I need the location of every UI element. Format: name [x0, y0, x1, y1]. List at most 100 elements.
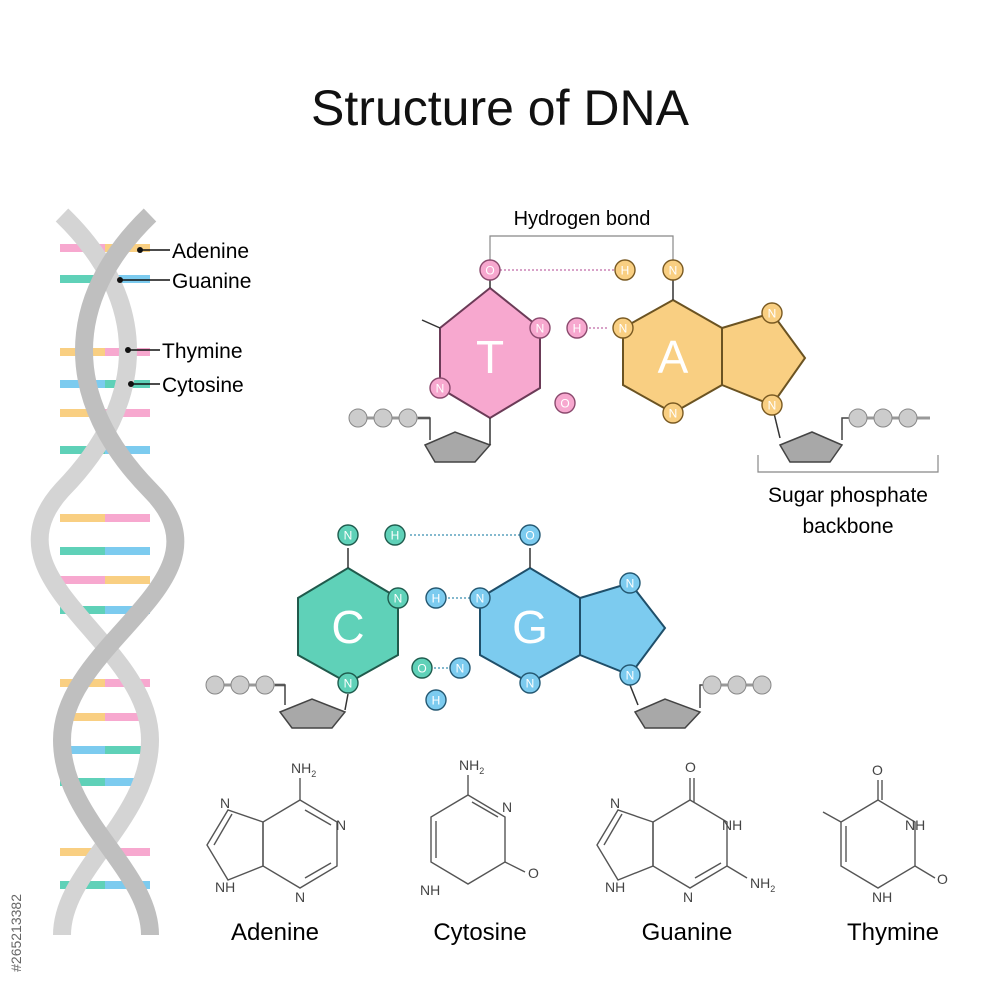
dna-helix-icon	[30, 208, 185, 936]
helix-label-cytosine: Cytosine	[128, 374, 244, 397]
atom-n: N	[519, 672, 541, 694]
structure-name-cytosine: Cytosine	[433, 919, 526, 946]
sugar-pentagon-icon	[423, 431, 492, 463]
structure-atom-label: N	[336, 817, 346, 833]
atom-n: N	[761, 394, 783, 416]
skeletal-guanine	[596, 778, 748, 889]
atom-o: O	[554, 392, 576, 414]
svg-text:O: O	[485, 264, 494, 278]
atom-n: N	[429, 377, 451, 399]
structure-atom-label: NH	[215, 879, 235, 895]
structure-name-thymine: Thymine	[847, 919, 939, 946]
svg-text:O: O	[560, 397, 569, 411]
phosphate-bead-icon	[873, 408, 893, 428]
structure-name-adenine: Adenine	[231, 919, 319, 946]
svg-text:N: N	[394, 592, 403, 606]
atom-h: H	[614, 259, 636, 281]
phosphate-bead-icon	[255, 675, 275, 695]
svg-text:N: N	[536, 322, 545, 336]
atom-o: O	[411, 657, 433, 679]
hydrogen-bond-label: Hydrogen bond	[514, 208, 651, 230]
svg-text:N: N	[344, 677, 353, 691]
structure-atom-label: NH2	[291, 760, 316, 779]
svg-text:H: H	[573, 322, 582, 336]
helix-label-thymine: Thymine	[125, 340, 243, 363]
skeletal-adenine	[206, 778, 338, 889]
structure-atom-label: NH	[605, 879, 625, 895]
cytosine-letter: C	[331, 601, 364, 653]
helix-label-guanine: Guanine	[117, 270, 251, 293]
page-title: Structure of DNA	[311, 80, 690, 136]
atom-h: H	[425, 689, 447, 711]
backbone-label-line1: Sugar phosphate	[768, 484, 928, 507]
helix-base-pair	[60, 576, 150, 584]
svg-text:N: N	[526, 677, 535, 691]
helix-label-text: Adenine	[172, 240, 249, 263]
phosphate-bead-icon	[348, 408, 368, 428]
backbone-label-line2: backbone	[802, 515, 893, 538]
structure-atom-label: NH2	[459, 757, 484, 776]
svg-text:N: N	[669, 264, 678, 278]
phosphate-bead-icon	[752, 675, 772, 695]
svg-text:N: N	[456, 662, 465, 676]
structure-atom-label: NH2	[750, 875, 775, 894]
svg-text:N: N	[626, 669, 635, 683]
phosphate-bead-icon	[373, 408, 393, 428]
hydrogen-bond-callout: Hydrogen bond	[489, 208, 674, 260]
atom-n: N	[387, 587, 409, 609]
sugar-pentagon-icon	[778, 431, 844, 463]
helix-base-pair	[60, 409, 150, 417]
helix-label-adenine: Adenine	[137, 240, 249, 263]
structure-atom-label: O	[872, 762, 883, 778]
skeletal-thymine	[822, 780, 936, 889]
helix-base-pair	[60, 746, 150, 754]
atom-h: H	[425, 587, 447, 609]
structure-atom-label: NH	[722, 817, 742, 833]
svg-text:N: N	[344, 529, 353, 543]
helix-base-pair	[60, 244, 150, 252]
svg-text:N: N	[669, 407, 678, 421]
skeletal-cytosine	[430, 775, 526, 885]
svg-text:H: H	[391, 529, 400, 543]
structure-name-guanine: Guanine	[642, 919, 733, 946]
helix-base-pair	[60, 275, 150, 283]
helix-base-pair	[60, 547, 150, 555]
atom-o: O	[519, 524, 541, 546]
atom-o: O	[479, 259, 501, 281]
sugar-pentagon-icon	[633, 698, 702, 729]
helix-base-pair	[60, 778, 150, 786]
structure-atom-label: O	[685, 759, 696, 775]
atom-n: N	[761, 302, 783, 324]
svg-text:N: N	[768, 307, 777, 321]
atom-n: N	[662, 259, 684, 281]
structure-atom-label: NH	[872, 889, 892, 905]
structure-atom-label: N	[220, 795, 230, 811]
svg-text:O: O	[417, 662, 426, 676]
svg-text:N: N	[619, 322, 628, 336]
adenine-five-ring	[721, 311, 807, 407]
sugar-pentagon-icon	[278, 698, 347, 729]
structure-atom-label: N	[295, 889, 305, 905]
phosphate-bead-icon	[398, 408, 418, 428]
atom-n: N	[619, 572, 641, 594]
svg-text:N: N	[768, 399, 777, 413]
atom-n: N	[337, 524, 359, 546]
phosphate-bead-icon	[230, 675, 250, 695]
structure-atom-label: N	[683, 889, 693, 905]
structure-atom-label: O	[528, 865, 539, 881]
atom-n: N	[337, 672, 359, 694]
phosphate-bead-icon	[702, 675, 722, 695]
structure-atom-label: O	[937, 871, 948, 887]
atom-n: N	[612, 317, 634, 339]
svg-text:N: N	[626, 577, 635, 591]
helix-base-pair	[60, 713, 150, 721]
svg-text:H: H	[432, 592, 441, 606]
phosphate-bead-icon	[848, 408, 868, 428]
phosphate-bead-icon	[898, 408, 918, 428]
atom-n: N	[529, 317, 551, 339]
guanine-five-ring	[579, 581, 667, 677]
atom-h: H	[384, 524, 406, 546]
